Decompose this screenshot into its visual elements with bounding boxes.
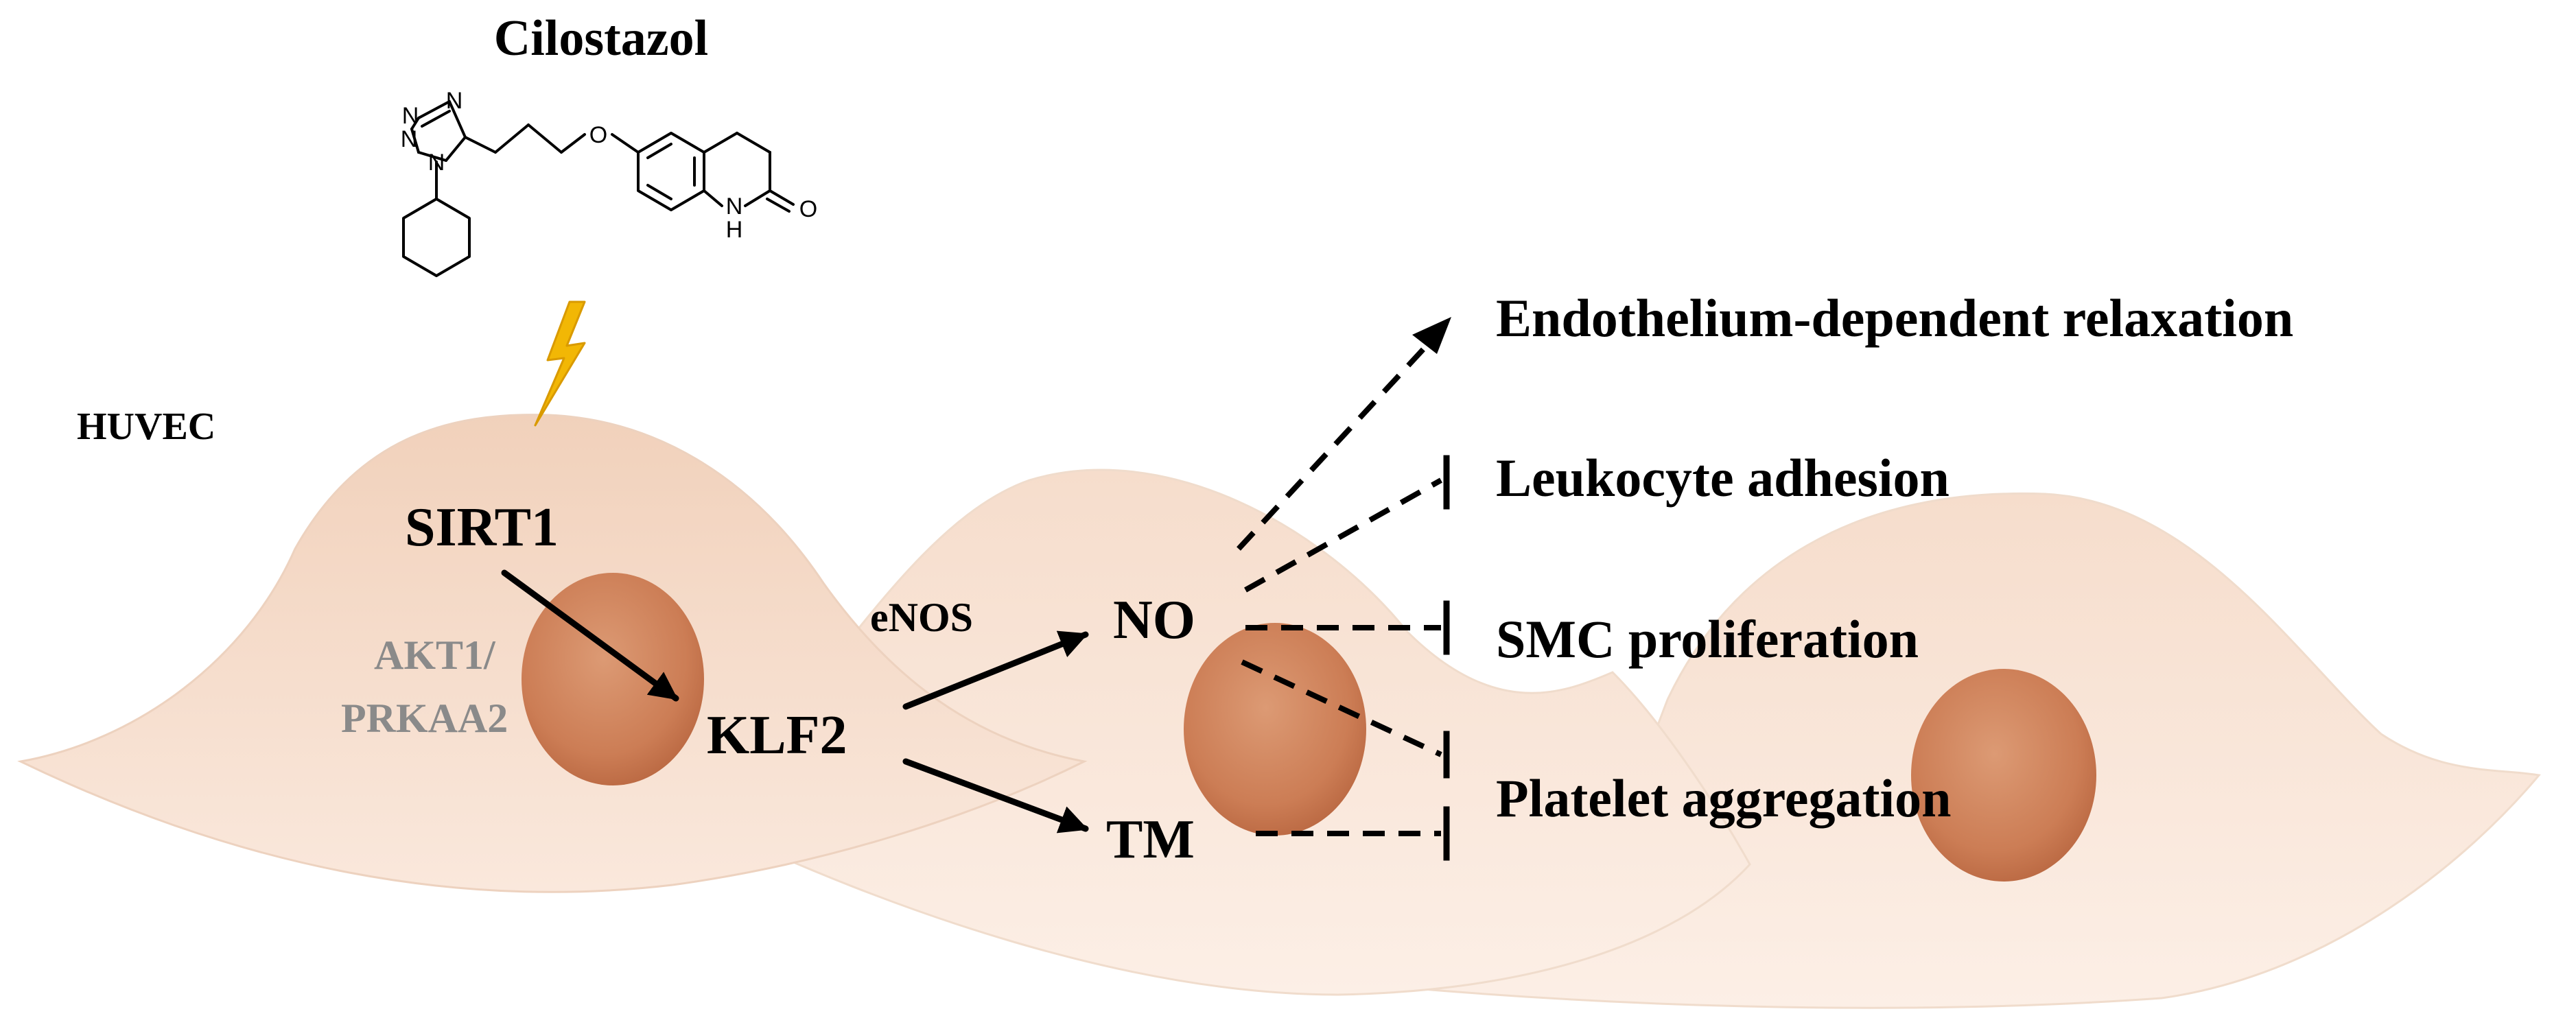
atom-n2: N bbox=[446, 88, 463, 114]
edge-no-platelet bbox=[1241, 659, 1442, 757]
cilostazol-structure bbox=[402, 100, 795, 277]
node-tm: TM bbox=[1106, 809, 1195, 870]
nucleus-left bbox=[522, 573, 704, 785]
drug-name: Cilostazol bbox=[494, 10, 708, 67]
atom-n4: N bbox=[428, 150, 445, 176]
lightning-bolt-icon bbox=[534, 300, 586, 427]
edge-sirt1-klf2 bbox=[501, 569, 679, 702]
atom-o-carbonyl: O bbox=[799, 196, 817, 222]
atom-o-ether: O bbox=[589, 122, 607, 148]
node-klf2: KLF2 bbox=[707, 705, 847, 766]
edge-klf2-no bbox=[902, 630, 1089, 710]
node-no: NO bbox=[1113, 590, 1195, 650]
nucleus-right bbox=[1911, 669, 2096, 882]
node-akt1: AKT1/ bbox=[374, 632, 496, 678]
outcome-platelet: Platelet aggregation bbox=[1496, 768, 1952, 828]
edge-no-relaxation bbox=[1237, 335, 1436, 551]
cell-label: HUVEC bbox=[77, 405, 215, 448]
outcome-leukocyte: Leukocyte adhesion bbox=[1496, 448, 1949, 508]
solid-arrows bbox=[501, 569, 1089, 833]
outcome-relaxation: Endothelium-dependent relaxation bbox=[1496, 288, 2293, 348]
atom-h: H bbox=[726, 217, 743, 243]
nucleus-middle bbox=[1184, 623, 1366, 836]
node-enos: eNOS bbox=[870, 595, 973, 640]
outcome-smc: SMC proliferation bbox=[1496, 609, 1919, 669]
atom-nh: N bbox=[726, 193, 743, 220]
relaxation-arrowhead bbox=[1412, 317, 1451, 354]
node-prkaa2: PRKAA2 bbox=[341, 696, 508, 741]
atom-n3: N bbox=[401, 126, 418, 152]
edge-no-leukocyte bbox=[1244, 477, 1442, 593]
cilostazol-atom-labels: N N N N O N H O bbox=[401, 88, 818, 243]
edge-klf2-tm bbox=[902, 758, 1089, 833]
atom-n1: N bbox=[402, 103, 419, 129]
dashed-edges bbox=[1237, 335, 1442, 836]
node-sirt1: SIRT1 bbox=[405, 497, 559, 558]
